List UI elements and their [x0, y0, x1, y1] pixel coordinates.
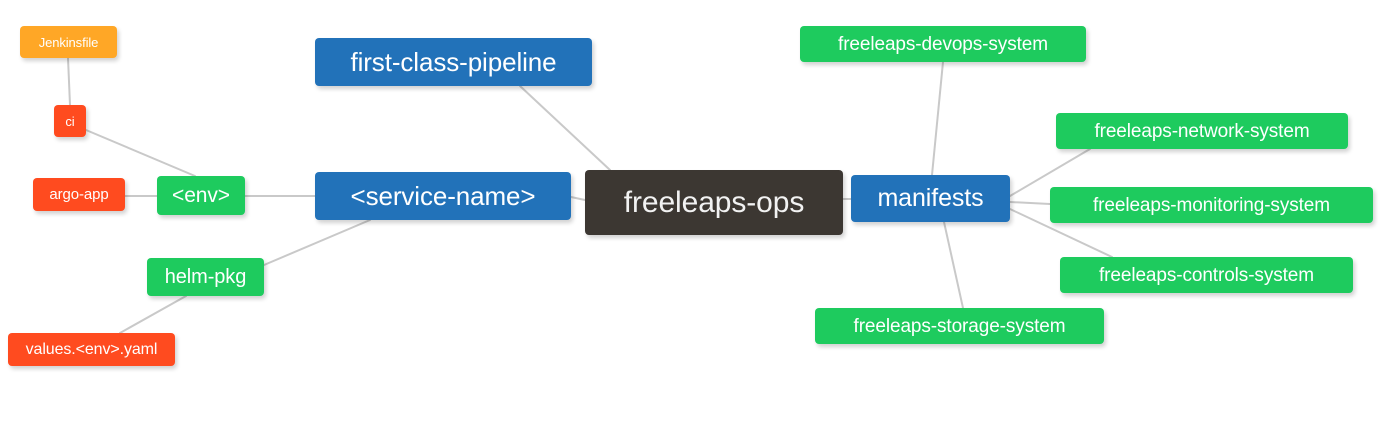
node-freeleaps-controls-system[interactable]: freeleaps-controls-system [1060, 257, 1353, 293]
edge-first-class-pipeline-to-freeleaps-ops [519, 85, 611, 171]
edge-manifests-to-freeleaps-storage-system [943, 221, 964, 309]
node-jenkinsfile[interactable]: Jenkinsfile [20, 26, 117, 58]
node-label-helm-pkg: helm-pkg [164, 266, 247, 288]
node-freeleaps-ops[interactable]: freeleaps-ops [585, 170, 843, 235]
edge-jenkinsfile-to-ci [67, 57, 71, 106]
node-label-service-name: <service-name> [350, 181, 536, 211]
edge-service-name-to-freeleaps-ops [570, 196, 586, 201]
node-values-env-yaml[interactable]: values.<env>.yaml [8, 333, 175, 366]
node-freeleaps-network-system[interactable]: freeleaps-network-system [1056, 113, 1348, 149]
node-label-freeleaps-ops: freeleaps-ops [623, 185, 805, 219]
node-label-freeleaps-storage-system: freeleaps-storage-system [853, 315, 1066, 337]
edge-helm-pkg-to-service-name [263, 219, 371, 266]
node-helm-pkg[interactable]: helm-pkg [147, 258, 264, 296]
node-label-jenkinsfile: Jenkinsfile [38, 34, 99, 50]
node-service-name[interactable]: <service-name> [315, 172, 571, 220]
node-label-freeleaps-monitoring-system: freeleaps-monitoring-system [1093, 194, 1330, 216]
node-freeleaps-storage-system[interactable]: freeleaps-storage-system [815, 308, 1104, 344]
node-first-class-pipeline[interactable]: first-class-pipeline [315, 38, 592, 86]
edge-values-env-yaml-to-helm-pkg [119, 295, 187, 334]
node-label-freeleaps-devops-system: freeleaps-devops-system [838, 33, 1048, 55]
node-env[interactable]: <env> [157, 176, 245, 215]
edge-ci-to-env [85, 129, 196, 177]
node-label-freeleaps-controls-system: freeleaps-controls-system [1098, 264, 1315, 286]
edge-manifests-to-freeleaps-monitoring-system [1009, 201, 1051, 205]
node-label-argo-app: argo-app [49, 186, 109, 203]
node-label-env: <env> [172, 184, 230, 207]
node-label-first-class-pipeline: first-class-pipeline [350, 47, 557, 77]
node-freeleaps-devops-system[interactable]: freeleaps-devops-system [800, 26, 1086, 62]
node-ci[interactable]: ci [54, 105, 86, 137]
node-label-values-env-yaml: values.<env>.yaml [25, 340, 158, 358]
node-label-manifests: manifests [877, 184, 984, 212]
node-manifests[interactable]: manifests [851, 175, 1010, 222]
edge-manifests-to-freeleaps-devops-system [931, 61, 944, 176]
node-freeleaps-monitoring-system[interactable]: freeleaps-monitoring-system [1050, 187, 1373, 223]
node-label-freeleaps-network-system: freeleaps-network-system [1094, 120, 1310, 142]
node-label-ci: ci [65, 113, 75, 129]
node-argo-app[interactable]: argo-app [33, 178, 125, 211]
